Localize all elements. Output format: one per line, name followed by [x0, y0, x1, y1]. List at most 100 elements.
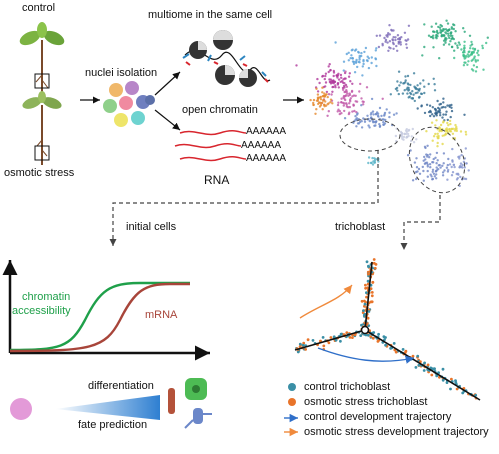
- umap-point: [316, 99, 320, 102]
- umap-point: [352, 60, 356, 64]
- umap-point: [364, 46, 368, 50]
- umap-point: [374, 58, 378, 61]
- umap-point: [316, 93, 320, 96]
- trajectory-cell-point: [359, 334, 363, 337]
- umap-point: [358, 61, 361, 64]
- umap-point: [345, 105, 349, 108]
- umap-point: [371, 110, 375, 113]
- umap-point: [422, 79, 425, 82]
- umap-point: [330, 93, 333, 96]
- umap-point: [355, 125, 358, 128]
- umap-point: [423, 155, 426, 159]
- umap-point: [346, 92, 349, 95]
- umap-point: [463, 51, 466, 54]
- umap-point: [326, 95, 329, 99]
- umap-point: [326, 103, 329, 106]
- trajectory-cell-point: [431, 367, 434, 371]
- trajectory-cell-point: [417, 363, 421, 367]
- umap-point: [461, 163, 464, 167]
- umap-point: [475, 65, 479, 69]
- umap-point: [365, 59, 369, 62]
- umap-point: [341, 88, 345, 92]
- umap-point: [469, 44, 472, 47]
- umap-point: [416, 88, 419, 91]
- umap-point: [476, 51, 479, 55]
- label-chromatin: chromatin: [22, 291, 71, 303]
- umap-point: [362, 62, 365, 66]
- umap-point: [416, 107, 419, 110]
- umap-point: [397, 92, 400, 96]
- label-differentiation: differentiation: [88, 380, 154, 392]
- trajectory-cell-point: [454, 379, 457, 382]
- umap-point: [441, 134, 444, 137]
- umap-point: [465, 162, 468, 165]
- label-nuclei-isolation: nuclei isolation: [85, 67, 158, 79]
- trajectory-cell-point: [365, 291, 368, 295]
- umap-point: [340, 112, 343, 115]
- trajectory-cell-point: [426, 363, 430, 367]
- trajectory-cell-point: [437, 371, 440, 375]
- umap-point: [460, 165, 463, 169]
- umap-point: [443, 34, 446, 37]
- umap-point: [450, 45, 454, 49]
- umap-point: [463, 166, 466, 169]
- umap-point: [415, 157, 418, 160]
- umap-point: [424, 158, 427, 161]
- umap-point: [381, 44, 384, 47]
- umap-point: [431, 113, 434, 116]
- umap-point: [448, 43, 451, 46]
- trajectory-cell-point: [365, 260, 369, 264]
- umap-point: [410, 139, 413, 143]
- umap-point: [343, 82, 346, 85]
- umap-point: [386, 41, 389, 44]
- chromatin-accessibility-curve: [9, 281, 190, 352]
- umap-point: [339, 73, 343, 77]
- umap-point: [435, 151, 439, 155]
- umap-point: [463, 113, 466, 117]
- umap-point: [336, 76, 339, 79]
- umap-point: [436, 99, 439, 103]
- umap-point: [423, 45, 426, 49]
- trajectory-cell-point: [366, 316, 370, 320]
- umap-point: [335, 74, 338, 77]
- umap-point: [473, 47, 477, 51]
- umap-point: [388, 33, 391, 36]
- umap-point: [426, 165, 429, 168]
- umap-point: [406, 154, 410, 157]
- umap-point: [347, 51, 350, 54]
- umap-point: [429, 35, 433, 39]
- umap-point: [406, 135, 409, 139]
- umap-point: [344, 70, 347, 73]
- umap-point: [312, 103, 315, 107]
- umap-point: [407, 128, 411, 132]
- umap-point: [449, 31, 452, 34]
- umap-point: [396, 49, 399, 52]
- trajectory-cell-point: [450, 377, 453, 381]
- umap-point: [454, 30, 457, 33]
- umap-point: [443, 169, 446, 172]
- umap-point: [395, 127, 398, 130]
- umap-point: [415, 138, 418, 141]
- umap-point: [450, 109, 454, 113]
- umap-point: [444, 41, 447, 44]
- umap-point: [425, 103, 429, 107]
- trajectory-cell-point: [345, 331, 349, 334]
- umap-point: [422, 179, 425, 182]
- umap-point: [404, 129, 408, 132]
- umap-point: [402, 135, 406, 139]
- umap-point: [399, 81, 402, 84]
- umap-point: [348, 72, 351, 75]
- umap-point: [348, 93, 351, 97]
- umap-point: [450, 127, 453, 131]
- trajectory-cell-point: [367, 333, 370, 337]
- umap-point: [428, 104, 432, 107]
- umap-point: [363, 50, 366, 54]
- trajectory-cell-point: [369, 335, 373, 338]
- umap-point: [398, 84, 401, 87]
- umap-point: [451, 171, 455, 174]
- umap-point: [395, 44, 398, 48]
- umap-point: [336, 103, 340, 107]
- umap-point: [466, 63, 469, 66]
- umap-point: [460, 153, 463, 157]
- umap-point: [413, 161, 417, 164]
